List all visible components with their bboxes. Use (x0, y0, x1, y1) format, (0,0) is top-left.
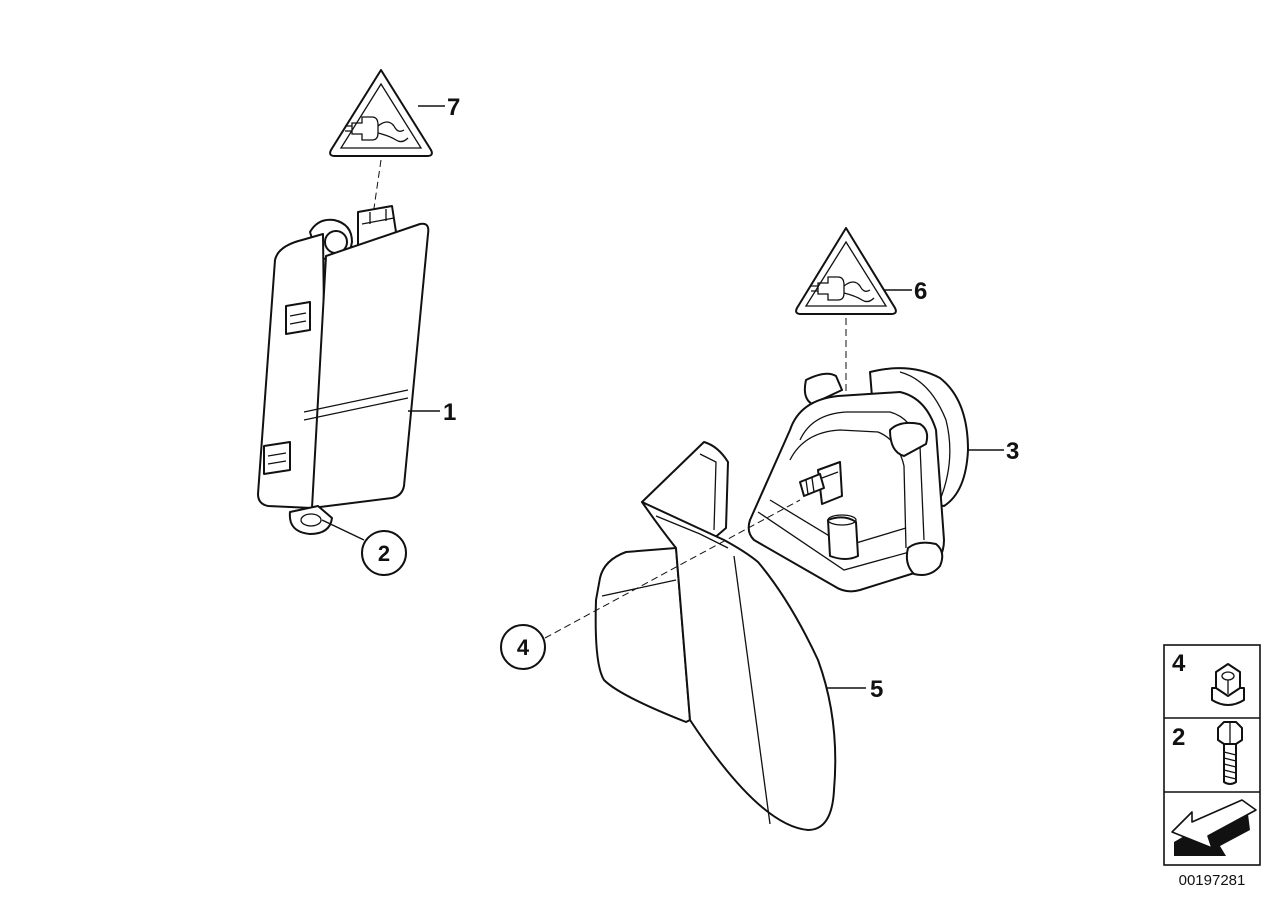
callout-3: 3 (1006, 438, 1019, 465)
hex-bolt-icon (1217, 721, 1243, 785)
callout-7: 7 (447, 94, 460, 121)
callout-circle-4: 4 (500, 624, 546, 670)
connector-warning-icon-6 (795, 227, 897, 315)
callout-6: 6 (914, 278, 927, 305)
sensor-unit-3 (747, 367, 969, 593)
callout-4: 4 (517, 635, 530, 660)
diagram-number: 00197281 (1179, 872, 1246, 889)
bracket-5 (594, 441, 837, 831)
callout-1: 1 (443, 399, 456, 426)
callout-2: 2 (378, 541, 390, 566)
callout-5: 5 (870, 676, 883, 703)
callout-circle-2: 2 (361, 530, 407, 576)
direction-arrow-icon (1171, 799, 1257, 856)
hardware-legend: 4 2 (1163, 644, 1261, 866)
legend-nut-number: 4 (1172, 650, 1186, 677)
hex-nut-icon (1211, 663, 1245, 706)
control-module-1 (257, 205, 430, 535)
connector-warning-icon-7 (329, 69, 433, 157)
legend-bolt-number: 2 (1172, 724, 1185, 751)
